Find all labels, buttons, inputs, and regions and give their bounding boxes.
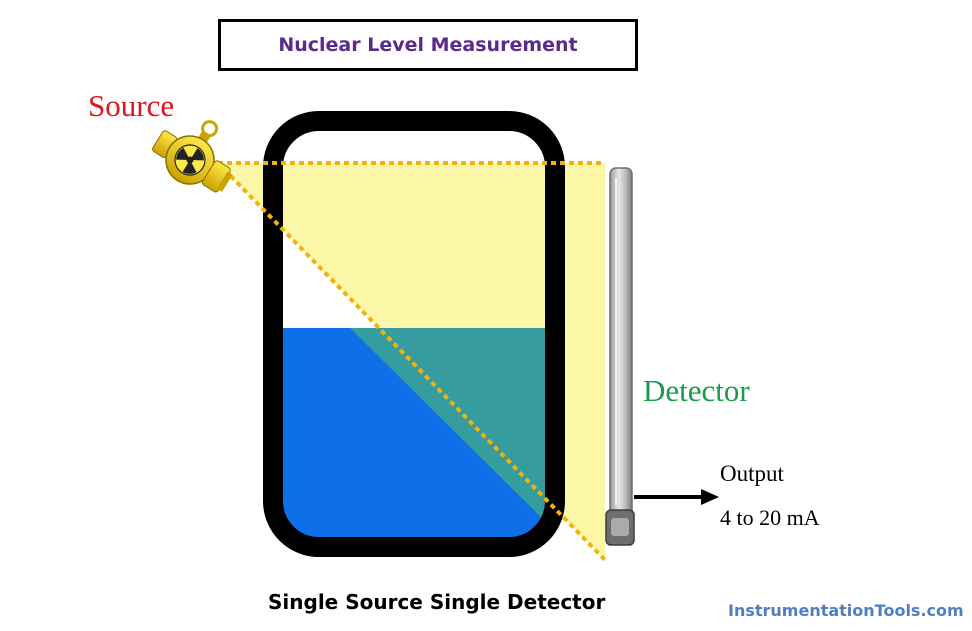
vessel-wall — [263, 111, 565, 557]
detector-tube-icon — [605, 167, 635, 546]
detector-label: Detector — [643, 373, 750, 408]
source-label: Source — [88, 88, 175, 123]
watermark: InstrumentationTools.com — [728, 601, 964, 620]
beam-through-liquid — [350, 328, 555, 531]
output-label: Output — [720, 461, 784, 486]
beam-edge-diagonal — [216, 161, 607, 562]
diagram-caption: Single Source Single Detector — [268, 590, 606, 614]
output-range-label: 4 to 20 mA — [720, 505, 820, 530]
radioactive-source-icon — [152, 120, 233, 193]
arrow-right-icon — [634, 489, 719, 505]
diagram-title: Nuclear Level Measurement — [218, 19, 638, 71]
